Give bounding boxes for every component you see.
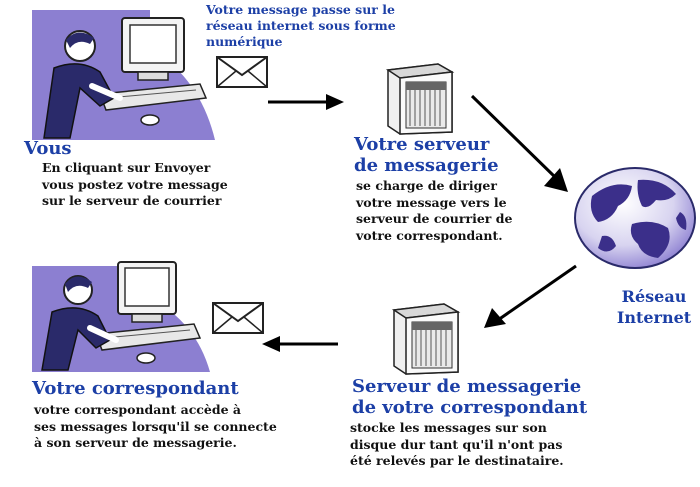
sender-description: En cliquant sur Envoyer vous postez votr… [42,160,242,210]
title-line: Serveur de messagerie [352,376,582,397]
internet-label-line: Internet [616,308,692,327]
recipient-description: votre correspondant accède à ses message… [34,402,294,452]
text-line: se charge de diriger [356,178,497,193]
arrow-to-recipient-server-icon [484,264,577,328]
arrow-to-server-icon [268,94,344,110]
sender-computer-icon [32,10,215,140]
envelope-icon [216,56,268,88]
text-line: votre correspondant. [356,227,503,243]
recipient-server-icon [391,303,461,375]
text-line: votre correspondant accède à [34,402,242,417]
server-description: se charge de diriger votre message vers … [356,178,546,244]
server-icon [385,63,455,135]
text-line: ses messages lorsqu'il se connecte [34,418,277,434]
recipient-server-title: Serveur de messagerie de votre correspon… [352,376,592,418]
text-line: vous postez votre message [42,176,228,192]
recipient-title: Votre correspondant [32,378,239,399]
globe-icon [574,167,696,269]
recipient-computer-icon [32,261,210,372]
text-line: stocke les messages sur son [350,420,547,435]
text-line: disque dur tant qu'il n'ont pas [350,436,563,452]
internet-label-line: Réseau [621,287,687,306]
top-caption-line: numérique [206,34,283,49]
text-line: serveur de courrier de [356,211,513,226]
internet-label: Réseau Internet [608,286,700,328]
text-line: votre message vers le [356,194,507,210]
server-title: Votre serveur de messagerie [354,134,554,176]
sender-title: Vous [24,138,72,159]
arrow-to-recipient-icon [262,336,338,352]
top-caption-line: Votre message passe sur le [206,2,395,17]
top-caption: Votre message passe sur le réseau intern… [206,2,406,50]
text-line: sur le serveur de courrier [42,193,222,208]
title-line: de votre correspondant [352,397,588,418]
title-line: de messagerie [354,155,499,176]
title-line: Votre serveur [354,134,490,155]
envelope-icon [212,302,264,334]
text-line: à son serveur de messagerie. [34,435,237,450]
top-caption-line: réseau internet sous forme [206,18,396,33]
text-line: été relevés par le destinataire. [350,453,564,468]
text-line: En cliquant sur Envoyer [42,160,211,175]
arrow-to-internet-icon [470,94,568,192]
recipient-server-description: stocke les messages sur son disque dur t… [350,420,580,470]
